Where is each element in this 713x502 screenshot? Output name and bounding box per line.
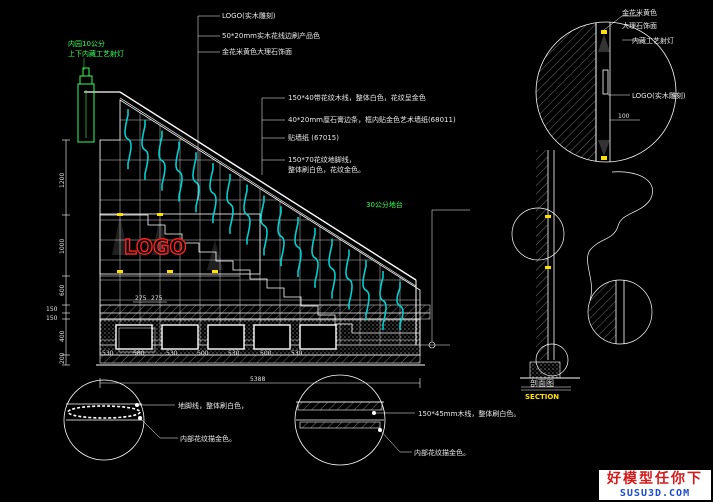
balusters bbox=[124, 109, 404, 330]
svg-text:530: 530 bbox=[102, 350, 114, 357]
label-detail1-b: 内部花纹描金色。 bbox=[180, 434, 236, 443]
sec-label-logo: LOGO(实木雕刻) bbox=[632, 91, 686, 100]
total-width: 5388 bbox=[250, 376, 265, 383]
total-width-dimension bbox=[99, 378, 421, 388]
logo-text: LOGO bbox=[124, 235, 186, 259]
label-detail2-b: 内部花纹描金色。 bbox=[414, 448, 470, 457]
step-width-1: 275 bbox=[135, 295, 147, 302]
baluster bbox=[243, 184, 251, 245]
step-width-2: 275 bbox=[151, 295, 163, 302]
dim-150b: 150 bbox=[46, 315, 58, 322]
sec-dim-100: 100 bbox=[618, 113, 630, 120]
section-title: 剖面图 bbox=[530, 378, 554, 388]
label-skirting-2: 整体刷白色，花纹金色。 bbox=[288, 165, 365, 174]
svg-text:530: 530 bbox=[166, 350, 178, 357]
site-watermark: 好模型任你下 SUSU3D.COM bbox=[599, 470, 711, 500]
baluster bbox=[260, 195, 268, 256]
baluster bbox=[379, 271, 387, 330]
label-newel-2: 上下内藏工艺射灯 bbox=[68, 49, 124, 58]
baluster bbox=[141, 119, 149, 180]
dim-400: 400 bbox=[59, 330, 66, 342]
section-label: SECTION bbox=[525, 393, 559, 401]
dim-150a: 150 bbox=[46, 306, 58, 313]
base-dimensions: 530 580 530 500 530 500 530 bbox=[102, 350, 303, 357]
baluster bbox=[345, 249, 353, 310]
left-dimension-line bbox=[62, 139, 70, 366]
label-handrail: 150*40带花纹木线，整体白色，花纹呈金色 bbox=[288, 93, 426, 102]
svg-text:500: 500 bbox=[197, 350, 209, 357]
label-platform: 30公分地台 bbox=[366, 200, 403, 209]
label-wallpaper: 贴墙纸 (67015) bbox=[288, 133, 339, 142]
baluster bbox=[158, 130, 166, 191]
sec-label-marble2: 大理石饰面 bbox=[622, 21, 657, 30]
dim-1200: 1200 bbox=[59, 173, 66, 188]
sec-label-lamp: 内藏工艺射灯 bbox=[632, 36, 674, 45]
label-wood-edge: 50*20mm实木花线边刷产品色 bbox=[222, 31, 320, 40]
label-newel-1: 内园10公分 bbox=[68, 39, 105, 48]
baluster bbox=[328, 238, 336, 299]
baluster bbox=[396, 281, 404, 330]
baluster bbox=[226, 173, 234, 234]
spotlights bbox=[112, 213, 223, 273]
baluster bbox=[362, 260, 370, 321]
sec-label-marble: 金花米黄色 bbox=[622, 8, 657, 17]
label-detail2-a: 150*45mm木线，整体刷白色。 bbox=[418, 409, 520, 418]
svg-text:500: 500 bbox=[260, 350, 272, 357]
dim-1000: 1000 bbox=[59, 239, 66, 254]
svg-text:530: 530 bbox=[228, 350, 240, 357]
baluster bbox=[209, 163, 217, 224]
svg-text:580: 580 bbox=[133, 350, 145, 357]
label-stone-edge: 40*20mm厘石膏边条，框内贴金色艺术墙纸(68011) bbox=[288, 115, 456, 124]
detail-circle-1 bbox=[63, 379, 178, 461]
baluster bbox=[277, 206, 285, 267]
watermark-chinese: 好模型任你下 bbox=[599, 470, 711, 488]
detail-circle-2 bbox=[294, 374, 415, 466]
baluster bbox=[294, 217, 302, 278]
dim-600: 600 bbox=[59, 284, 66, 296]
label-logo-carved: LOGO(实木雕刻) bbox=[222, 11, 276, 20]
handrail bbox=[84, 91, 417, 345]
newel-post bbox=[77, 67, 95, 143]
base-panels bbox=[115, 324, 337, 353]
label-skirting-1: 150*70花纹地脚线， bbox=[288, 155, 356, 164]
label-detail1-a: 地脚线，整体刷白色， bbox=[178, 401, 248, 410]
watermark-url: SUSU3D.COM bbox=[599, 488, 711, 500]
baluster bbox=[124, 109, 132, 170]
label-marble-gold: 金花米黄色大理石饰面 bbox=[222, 47, 292, 56]
leader-lines bbox=[83, 15, 285, 200]
baluster bbox=[311, 227, 319, 288]
section-view bbox=[511, 15, 677, 391]
dim-200: 200 bbox=[59, 352, 66, 364]
baluster bbox=[175, 141, 183, 202]
svg-text:530: 530 bbox=[291, 350, 303, 357]
